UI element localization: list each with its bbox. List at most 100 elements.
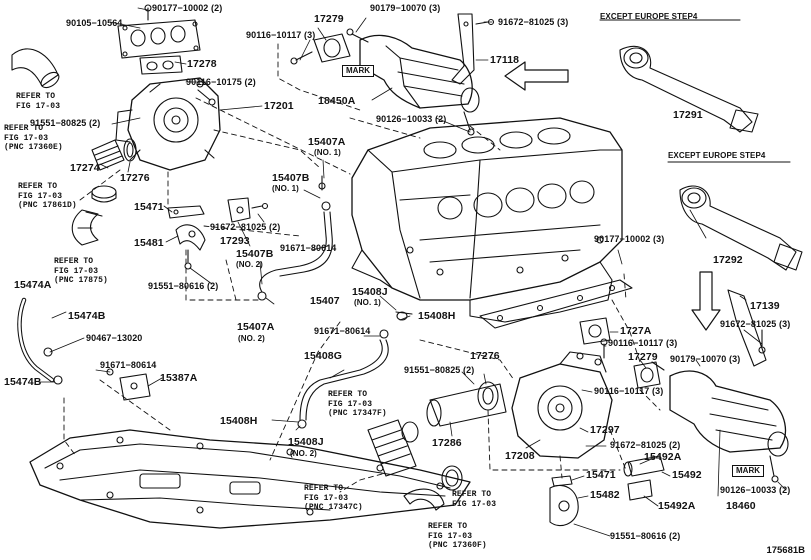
label-17276-top: 17276: [120, 172, 150, 184]
label-17279-right: 17279: [628, 351, 658, 363]
exhaust-pipe-17292: [667, 161, 803, 271]
refer-to-fig-7: REFER TO FIG 17-03: [452, 490, 497, 509]
label-17274: 17274: [70, 162, 100, 174]
label-90116-10117-right: 90116−10117 (3): [608, 338, 678, 348]
label-90179-10070-top: 90179−10070 (3): [370, 3, 441, 13]
label-15408J-no2: 15408J: [288, 436, 324, 448]
exhaust-pipe-17291: [599, 19, 759, 133]
refer-to-fig-17347C: REFER TO FIG 17-03 (PNC 17347C): [304, 484, 363, 512]
mark-tag-low: MARK: [732, 465, 764, 477]
label-90467-13020: 90467−13020: [86, 333, 143, 343]
label-18460: 18460: [726, 500, 756, 512]
label-15407B-no1: 15407B: [272, 172, 310, 184]
label-15471-top: 15471: [134, 201, 164, 213]
oil-pipe-15408G: [297, 311, 413, 429]
label-17139: 17139: [750, 300, 780, 312]
label-17201: 17201: [264, 100, 294, 112]
label-91551-80825-mid: 91551−80825 (2): [404, 365, 475, 375]
exhaust-manifold-left: [117, 4, 201, 75]
label-91551-80616-left: 91551−80616 (2): [148, 281, 219, 291]
label-91551-80616-low: 91551−80616 (2): [610, 531, 681, 541]
intake-pipe-left: [11, 48, 60, 89]
label-15387A: 15387A: [160, 372, 198, 384]
turbocharger-left: [115, 77, 221, 171]
oil-pipe-15482: [549, 475, 579, 527]
label-15482: 15482: [590, 489, 620, 501]
label-90177-10002-top: 90177−10002 (2): [152, 3, 223, 13]
label-15407: 15407: [310, 295, 340, 307]
note-except-europe-mid: EXCEPT EUROPE STEP4: [668, 151, 766, 160]
label-91672-81025-mid: 91672−81025 (2): [210, 222, 281, 232]
label-15408H-right: 15408H: [418, 310, 456, 322]
label-17291: 17291: [673, 109, 703, 121]
note-except-europe-top: EXCEPT EUROPE STEP4: [600, 12, 698, 21]
label-17279-top: 17279: [314, 13, 344, 25]
label-15408G: 15408G: [304, 350, 342, 362]
label-17286: 17286: [432, 437, 462, 449]
label-17278: 17278: [187, 58, 217, 70]
water-hose-15492: [623, 455, 665, 501]
label-17118: 17118: [490, 54, 520, 66]
intake-hose-17347C: [367, 419, 419, 477]
figure-id: 175681B: [766, 545, 805, 556]
label-91551-80825-top: 91551−80825 (2): [30, 118, 101, 128]
label-15474A: 15474A: [14, 279, 52, 291]
oil-pipe-15471: [167, 205, 205, 219]
hose-clamp-17861D: [91, 185, 117, 203]
label-15474B-left: 15474B: [4, 376, 42, 388]
label-15492: 15492: [672, 469, 702, 481]
label-90179-10070-right: 90179−10070 (3): [670, 354, 741, 364]
oil-pan: [29, 429, 471, 529]
refer-to-fig-17875: REFER TO FIG 17-03 (PNC 17875): [54, 257, 108, 285]
label-15407B-no1-sub: (NO. 1): [272, 184, 299, 193]
label-91671-80614-left: 91671−80614: [100, 360, 157, 370]
label-90177-10002-right: 90177−10002 (3): [594, 234, 665, 244]
label-91671-80614-mid: 91671−80614: [280, 243, 337, 253]
oil-pipe-15481: [175, 224, 206, 270]
bracket-15387A: [106, 368, 151, 401]
label-18450A: 18450A: [318, 95, 356, 107]
label-15492A-low: 15492A: [658, 500, 696, 512]
label-15408J-no1: 15408J: [352, 286, 388, 298]
gasket-17276-top: [123, 138, 137, 162]
label-15474B-right: 15474B: [68, 310, 106, 322]
label-15407B-no2-sub: (NO. 2): [236, 260, 263, 269]
turbocharger-right: [511, 351, 613, 459]
gasket-17360F: [403, 465, 463, 511]
label-90116-10117-top: 90116−10117 (3): [246, 30, 316, 40]
hose-17274: [91, 139, 125, 171]
dashed-lines: [63, 43, 661, 493]
label-90126-10033-top: 90126−10033 (2): [376, 114, 447, 124]
label-91672-81025-low: 91672−81025 (2): [610, 440, 681, 450]
label-90105-10564: 90105−10564: [66, 18, 123, 28]
bracket-17139: [727, 289, 767, 367]
mark-tag-top: MARK: [342, 65, 374, 77]
gasket-1727A: [579, 317, 611, 345]
oil-pipe-15407: [257, 175, 333, 301]
label-15492A-top: 15492A: [644, 451, 682, 463]
label-15407A-no2-sub: (NO. 2): [238, 334, 265, 343]
label-1727A: 1727A: [620, 325, 652, 337]
exhaust-flange-17279-top: [290, 33, 351, 65]
label-90116-10117-low: 90116−10117 (3): [594, 386, 664, 396]
label-17297: 17297: [590, 424, 620, 436]
label-91671-80614-low: 91671−80614: [314, 326, 371, 336]
engine-gasket: [479, 279, 633, 329]
refer-to-fig-17360E: REFER TO FIG 17-03 (PNC 17360E): [4, 124, 63, 152]
label-15407A-no1: 15407A: [308, 136, 346, 148]
refer-to-fig-17347F: REFER TO FIG 17-03 (PNC 17347F): [328, 390, 387, 418]
label-17293: 17293: [220, 235, 250, 247]
catalytic-converter-18450A: [346, 28, 480, 136]
refer-to-fig-1: REFER TO FIG 17-03: [16, 92, 61, 111]
label-17292: 17292: [713, 254, 743, 266]
label-91672-81025-right: 91672−81025 (3): [720, 319, 791, 329]
hose-17875: [71, 209, 103, 246]
bracket-17118: [451, 13, 495, 85]
label-15471-low: 15471: [586, 469, 616, 481]
label-15407A-no1-sub: (NO. 1): [314, 148, 341, 157]
direction-arrow-top: [504, 61, 569, 91]
bracket-17293: [227, 197, 269, 223]
label-17276-mid: 17276: [470, 350, 500, 362]
label-15408H-left: 15408H: [220, 415, 258, 427]
